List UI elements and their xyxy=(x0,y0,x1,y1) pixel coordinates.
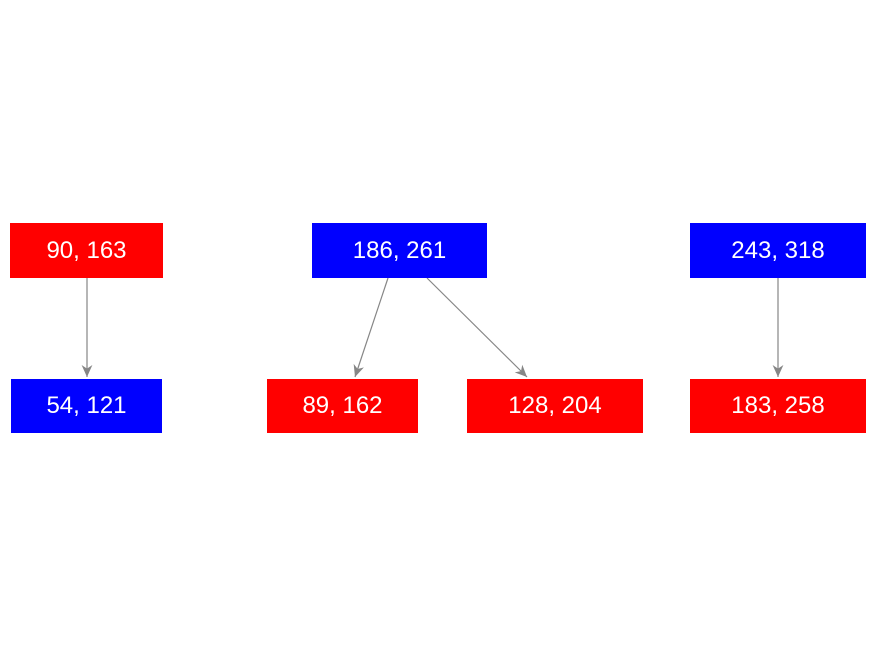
tree-node: 89, 162 xyxy=(267,379,418,433)
tree-node: 54, 121 xyxy=(11,379,162,433)
edge-arrow xyxy=(426,277,528,378)
tree-node: 243, 318 xyxy=(690,223,866,278)
tree-node: 186, 261 xyxy=(312,223,487,278)
tree-node: 183, 258 xyxy=(690,379,866,433)
tree-node: 90, 163 xyxy=(10,223,163,278)
edge-arrow xyxy=(353,277,389,378)
tree-node: 128, 204 xyxy=(467,379,643,433)
